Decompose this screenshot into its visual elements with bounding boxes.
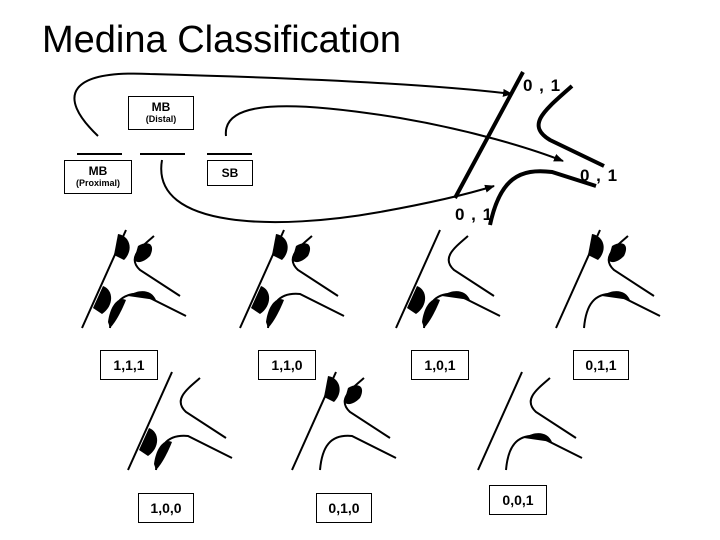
panel-side-branch-lower xyxy=(267,292,345,329)
lesion-mb-proximal-opposite xyxy=(422,299,440,328)
mb-distal-sublabel: (Distal) xyxy=(145,114,177,124)
code-box: 0,1,0 xyxy=(316,493,372,523)
page-title: Medina Classification xyxy=(42,19,402,61)
lesion-mb-distal xyxy=(114,234,130,260)
lesion-side-branch xyxy=(442,291,470,300)
code-box: 1,1,1 xyxy=(100,350,158,380)
code-box: 0,1,1 xyxy=(573,350,629,380)
panel-side-branch-lower xyxy=(155,434,233,471)
lesion-mb-distal-opposite xyxy=(134,243,153,263)
sb-box: SB xyxy=(207,160,253,186)
lesion-mb-proximal-opposite xyxy=(266,299,284,328)
bifurcation-main-vessel xyxy=(453,71,525,199)
panel-side-branch-lower xyxy=(505,434,583,471)
panel-main-vessel xyxy=(477,371,523,471)
lesion-side-branch xyxy=(128,291,156,300)
lesion-mb-distal xyxy=(324,376,340,402)
code-box: 1,0,0 xyxy=(138,493,194,523)
panel-side-branch-upper xyxy=(447,235,495,297)
bifurcation-panel xyxy=(81,229,187,329)
lesion-mb-proximal xyxy=(139,428,158,456)
arrow-sb xyxy=(224,105,564,162)
lesion-mb-distal-opposite xyxy=(292,243,311,263)
panel-side-branch-upper xyxy=(529,377,577,439)
lesion-side-branch xyxy=(602,291,630,300)
code-box: 1,0,1 xyxy=(411,350,469,380)
mb-distal-label: MB xyxy=(151,100,171,114)
lesion-mb-distal xyxy=(588,234,604,260)
bifurcation-side-branch-upper xyxy=(536,84,605,168)
lesion-mb-distal-opposite xyxy=(344,385,363,405)
lesion-side-branch xyxy=(524,433,552,442)
arrow-mb-proximal xyxy=(73,72,513,137)
code-box: 0,0,1 xyxy=(489,485,547,515)
panel-side-branch-upper xyxy=(179,377,227,439)
label-sb-value: 0 , 1 xyxy=(580,166,619,185)
bifurcation-panel xyxy=(395,229,501,329)
bifurcation-panel xyxy=(127,371,233,471)
lesion-mb-proximal-opposite xyxy=(108,299,126,328)
label-mb-distal-value: 0 , 1 xyxy=(523,76,562,95)
lesion-mb-distal xyxy=(272,234,288,260)
bifurcation-panel xyxy=(239,229,345,329)
sb-label: SB xyxy=(221,166,239,180)
mb-distal-box: MB (Distal) xyxy=(128,96,194,130)
lesion-mb-distal-opposite xyxy=(608,243,627,263)
bifurcation-panel xyxy=(291,371,397,471)
panel-side-branch-lower xyxy=(423,292,501,329)
label-mb-proximal-value: 0 , 1 xyxy=(455,205,494,224)
lesion-mb-proximal xyxy=(407,286,426,314)
bifurcation-panel xyxy=(477,371,583,471)
panel-main-vessel xyxy=(395,229,441,329)
bifurcation-side-branch-lower xyxy=(488,169,597,226)
bifurcation-panel xyxy=(555,229,661,329)
lesion-mb-proximal xyxy=(93,286,112,314)
panel-main-vessel xyxy=(127,371,173,471)
code-box: 1,1,0 xyxy=(258,350,316,380)
panel-side-branch-lower xyxy=(583,292,661,329)
lesion-mb-proximal xyxy=(251,286,270,314)
panel-side-branch-lower xyxy=(319,434,397,471)
lesion-mb-proximal-opposite xyxy=(154,441,172,470)
mb-proximal-sublabel: (Proximal) xyxy=(75,178,120,188)
mb-proximal-box: MB (Proximal) xyxy=(64,160,132,194)
panel-side-branch-lower xyxy=(109,292,187,329)
mb-proximal-label: MB xyxy=(88,164,108,178)
